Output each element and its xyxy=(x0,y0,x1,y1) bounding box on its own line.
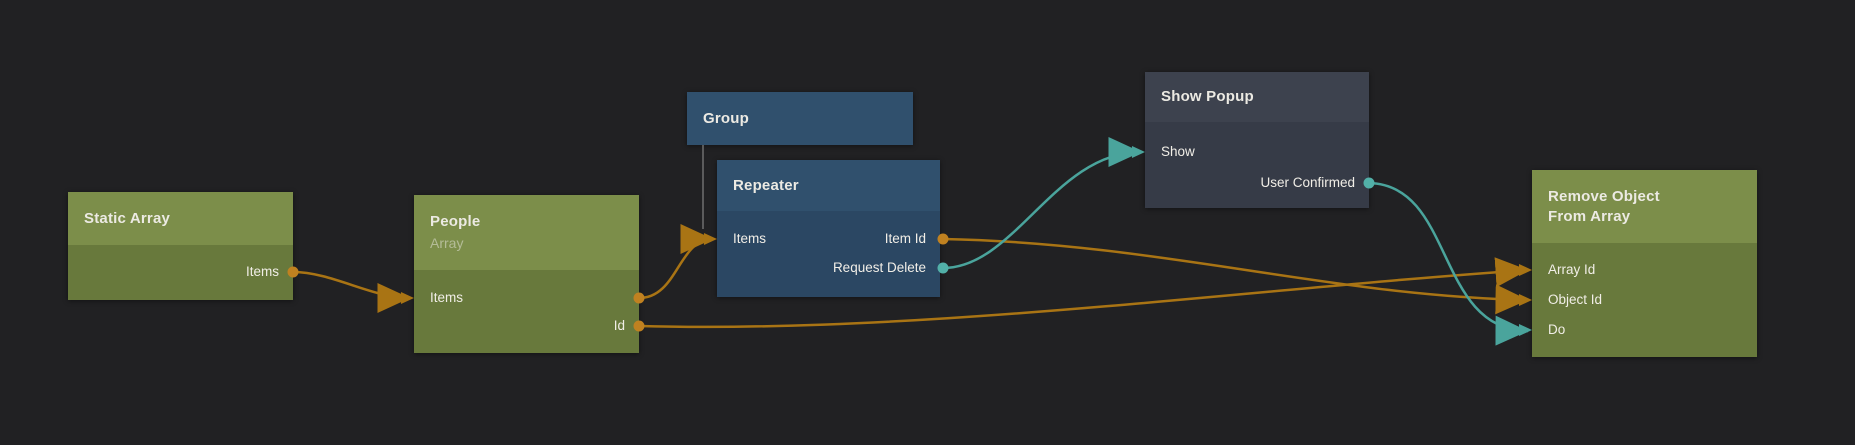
node-title: Remove Object From Array xyxy=(1548,187,1660,225)
wire-request-delete-to-showpopup-show[interactable] xyxy=(942,137,1142,270)
port-label: Item Id xyxy=(884,231,926,246)
port-label: Request Delete xyxy=(832,260,926,275)
wire-people-items-to-repeater-items[interactable] xyxy=(638,224,714,300)
node-repeater[interactable]: Repeater Items Item Id Request Delete xyxy=(704,160,940,297)
port-item-id-output[interactable]: Item Id xyxy=(717,224,940,254)
port-array-id-input[interactable]: Array Id xyxy=(1519,255,1757,285)
port-items-input[interactable]: Items xyxy=(401,283,639,313)
node-title: Repeater xyxy=(733,176,799,194)
port-user-confirmed-output[interactable]: User Confirmed xyxy=(1145,168,1369,198)
node-title: People xyxy=(430,213,481,230)
port-label: Items xyxy=(430,290,464,305)
input-arrow-icon xyxy=(704,233,717,245)
node-header[interactable]: Remove Object From Array xyxy=(1532,170,1757,243)
wire-user-confirmed-to-remove-do[interactable] xyxy=(1368,181,1529,346)
port-label: Items xyxy=(245,264,279,279)
port-label: Array Id xyxy=(1548,262,1596,277)
port-request-delete-output[interactable]: Request Delete xyxy=(717,253,940,283)
port-label: Object Id xyxy=(1548,292,1603,307)
node-body: Items xyxy=(68,245,293,300)
node-title: Show Popup xyxy=(1161,88,1254,105)
port-items-output[interactable]: Items xyxy=(68,257,293,287)
port-do-input[interactable]: Do xyxy=(1519,315,1757,345)
port-label: Do xyxy=(1548,322,1566,337)
node-subtitle: Array xyxy=(430,235,464,251)
wire-repeater-itemid-to-remove-object-id[interactable] xyxy=(942,237,1529,315)
node-people[interactable]: People Array Items Id xyxy=(401,195,639,353)
node-title: Static Array xyxy=(84,209,171,227)
input-arrow-icon xyxy=(1519,294,1532,306)
port-object-id-input[interactable]: Object Id xyxy=(1519,285,1757,315)
node-header[interactable]: Group xyxy=(687,92,913,145)
input-arrow-icon xyxy=(401,292,414,304)
port-label: Id xyxy=(613,318,625,333)
port-label: Items xyxy=(733,231,767,246)
node-body: Items Id xyxy=(401,270,639,353)
node-header[interactable]: Static Array xyxy=(68,192,293,245)
port-id-output[interactable]: Id xyxy=(414,311,639,341)
wire-staticarray-items-to-people-items[interactable] xyxy=(292,270,411,313)
node-title: Group xyxy=(703,109,749,127)
node-body: Items Item Id Request Delete xyxy=(704,211,940,297)
node-header[interactable]: Repeater xyxy=(717,160,940,211)
input-arrow-icon xyxy=(1519,324,1532,336)
node-remove-object-from-array[interactable]: Remove Object From Array Array Id Object… xyxy=(1519,170,1757,357)
node-header[interactable]: People Array xyxy=(414,195,639,270)
node-show-popup[interactable]: Show Popup Show User Confirmed xyxy=(1132,72,1369,208)
input-arrow-icon xyxy=(1132,146,1145,158)
port-label: User Confirmed xyxy=(1260,175,1355,190)
node-body: Show User Confirmed xyxy=(1132,122,1369,208)
node-body: Array Id Object Id Do xyxy=(1519,243,1757,357)
node-group[interactable]: Group xyxy=(687,92,913,145)
port-label: Show xyxy=(1161,144,1195,159)
port-show-input[interactable]: Show xyxy=(1132,137,1369,167)
node-static-array[interactable]: Static Array Items xyxy=(68,192,293,300)
input-arrow-icon xyxy=(1519,264,1532,276)
node-header[interactable]: Show Popup xyxy=(1145,72,1369,122)
